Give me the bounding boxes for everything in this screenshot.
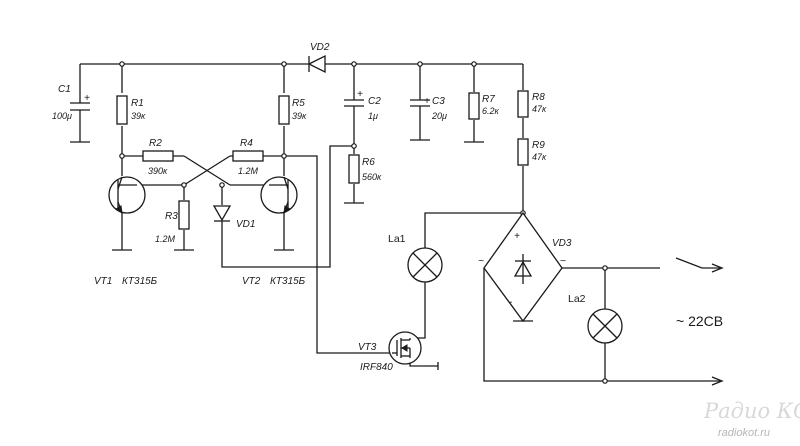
label-c2-polarity: + — [357, 89, 363, 100]
label-c1-polarity: + — [84, 93, 90, 104]
resistor-r1 — [116, 95, 128, 125]
label-mains-voltage: ~ 22СВ — [676, 313, 723, 329]
label-la2-ref: La2 — [568, 293, 586, 305]
label-r4-ref: R4 — [240, 138, 253, 149]
label-vt2-ref: VT2 — [242, 276, 261, 287]
label-vt3-part: IRF840 — [360, 362, 393, 373]
resistor-r7 — [468, 92, 480, 120]
label-r2-ref: R2 — [149, 138, 162, 149]
label-r8-ref: R8 — [532, 92, 545, 103]
label-r8-value: 47к — [532, 104, 547, 114]
resistor-r3 — [178, 200, 190, 230]
label-r9-value: 47к — [532, 152, 547, 162]
label-r2-value: 390к — [148, 166, 168, 176]
diode-bridge-vd3 — [483, 211, 563, 323]
watermark-logo: Радио КОТ — [703, 399, 800, 423]
lamp-la1 — [407, 247, 443, 283]
label-r5-ref: R5 — [292, 98, 305, 109]
capacitor-c1 — [70, 102, 90, 111]
diode-vd1 — [212, 205, 232, 222]
resistor-r2 — [142, 150, 174, 162]
label-c3-ref: C3 — [432, 96, 445, 107]
label-r4-value: 1.2M — [238, 166, 259, 176]
wires — [79, 63, 720, 382]
label-r6-value: 560к — [362, 172, 382, 182]
resistor-r5 — [278, 95, 290, 125]
label-vd1-ref: VD1 — [236, 219, 255, 230]
label-c2-ref: C2 — [368, 96, 381, 107]
ground-stubs — [70, 139, 533, 370]
transistor-vt2 — [260, 176, 298, 215]
capacitor-c3 — [410, 99, 430, 107]
label-r1-ref: R1 — [131, 98, 144, 109]
junctions — [119, 61, 608, 384]
label-vd3-plus: + — [514, 231, 520, 242]
label-r7-value: 6.2к — [482, 106, 500, 116]
resistor-r8 — [517, 90, 529, 118]
label-c3-polarity: + — [424, 96, 430, 107]
label-vd3-minus: - — [509, 297, 513, 308]
label-r1-value: 39к — [131, 111, 146, 121]
diode-vd2 — [307, 54, 326, 74]
label-r7-ref: R7 — [482, 94, 495, 105]
label-r3-value: 1.2M — [155, 234, 176, 244]
capacitor-c2 — [344, 99, 364, 107]
label-r5-value: 39к — [292, 111, 307, 121]
label-c3-value: 20μ — [431, 111, 447, 121]
label-c1-value: 100μ — [52, 111, 72, 121]
label-r3-ref: R3 — [165, 211, 178, 222]
label-vd3-ref: VD3 — [552, 238, 572, 249]
label-r9-ref: R9 — [532, 140, 545, 151]
label-la1-ref: La1 — [388, 233, 406, 245]
resistor-r4 — [232, 150, 264, 162]
mains-terminals — [711, 263, 724, 386]
transistor-vt1 — [108, 176, 146, 215]
lamp-la2 — [587, 308, 623, 344]
resistor-r6 — [348, 154, 360, 184]
label-vt2-part: КТ315Б — [270, 276, 306, 287]
resistor-r9 — [517, 138, 529, 166]
label-c2-value: 1μ — [368, 111, 378, 121]
watermark-url: radiokot.ru — [718, 427, 770, 439]
label-vt3-ref: VT3 — [358, 342, 377, 353]
label-c1-ref: C1 — [58, 84, 71, 95]
label-vd2-ref: VD2 — [310, 42, 330, 53]
label-r6-ref: R6 — [362, 157, 375, 168]
label-vt1-part: КТ315Б — [122, 276, 158, 287]
label-vd3-ac-right: ~ — [560, 255, 566, 267]
label-vt1-ref: VT1 — [94, 276, 112, 287]
mosfet-vt3 — [388, 331, 422, 365]
label-vd3-ac-left: ~ — [478, 255, 484, 267]
